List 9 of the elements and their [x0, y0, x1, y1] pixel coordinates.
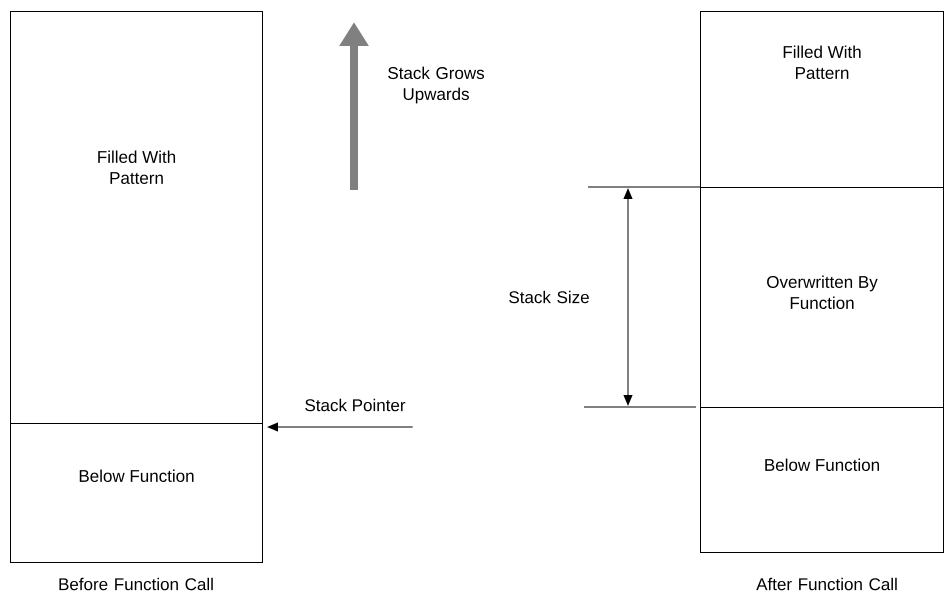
- label: Stack Grows Upwards: [388, 66, 484, 104]
- memory-block: Below Function: [10, 423, 263, 563]
- dimension-label: Stack Size: [509, 290, 589, 304]
- memory-block: Below Function: [700, 407, 944, 553]
- caption: After Function Call: [756, 578, 897, 590]
- memory-block: Filled With Pattern: [700, 11, 944, 188]
- memory-block: Overwritten By Function: [700, 187, 944, 408]
- memory-block: Filled With Pattern: [10, 11, 263, 424]
- pointer-label: Stack Pointer: [305, 398, 406, 412]
